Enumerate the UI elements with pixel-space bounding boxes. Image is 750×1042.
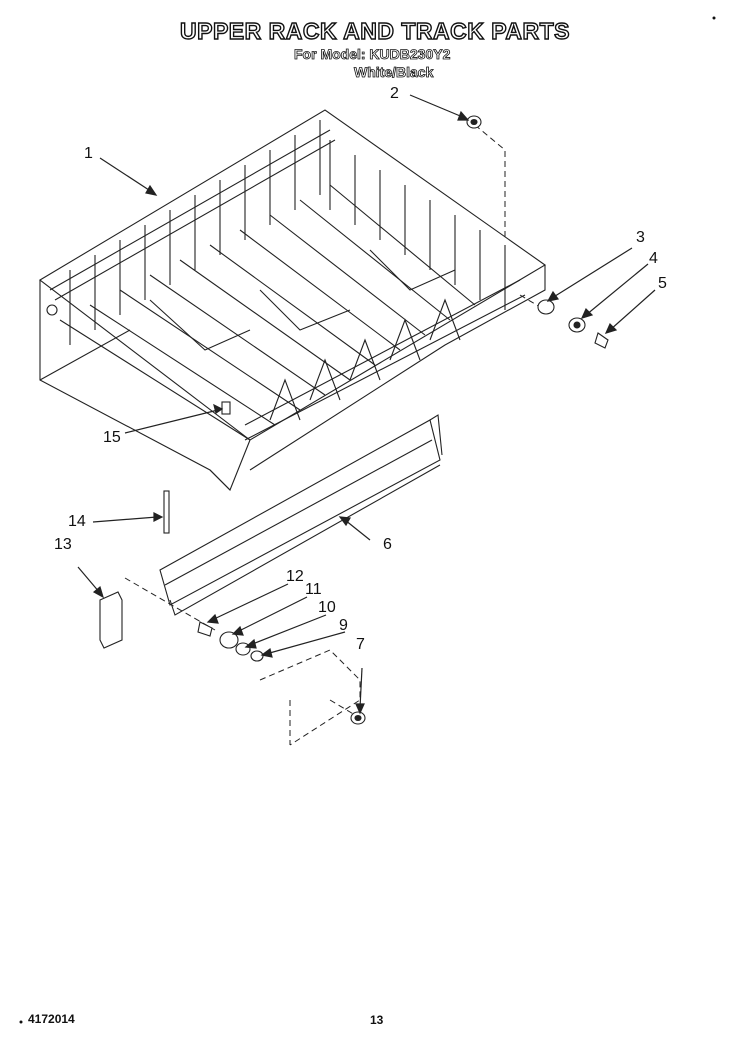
part-12-axle <box>197 621 213 637</box>
callout-13: 13 <box>54 536 72 553</box>
callout-5: 5 <box>658 275 667 292</box>
page-number: 13 <box>370 1013 384 1027</box>
callout-7: 7 <box>356 636 365 653</box>
callout-15: 15 <box>103 429 121 446</box>
upper-rack-drawing <box>39 109 547 491</box>
color-line: White/Black <box>354 64 434 81</box>
part-11-wheel <box>219 631 239 649</box>
callout-12: 12 <box>286 568 304 585</box>
part-3-roller <box>537 299 555 315</box>
part-13-endcap <box>99 591 123 649</box>
callout-10: 10 <box>318 599 336 616</box>
callout-4: 4 <box>649 250 658 267</box>
model-line: For Model: KUDB230Y2 <box>294 46 451 63</box>
callout-11: 11 <box>305 581 322 598</box>
assembly-lines <box>124 124 546 746</box>
callout-3: 3 <box>636 229 645 246</box>
page-title: UPPER RACK AND TRACK PARTS <box>179 17 570 44</box>
leader-lines <box>77 94 656 715</box>
callout-6: 6 <box>383 536 392 553</box>
callout-1: 1 <box>84 145 93 162</box>
part-5-screw <box>594 332 609 349</box>
doc-number: 4172014 <box>28 1012 75 1026</box>
callout-9: 9 <box>339 617 348 634</box>
callout-14: 14 <box>68 513 86 530</box>
callout-2: 2 <box>390 85 399 102</box>
part-9-ring <box>250 650 264 662</box>
small-parts <box>99 115 609 725</box>
part-14-strip <box>163 490 170 534</box>
